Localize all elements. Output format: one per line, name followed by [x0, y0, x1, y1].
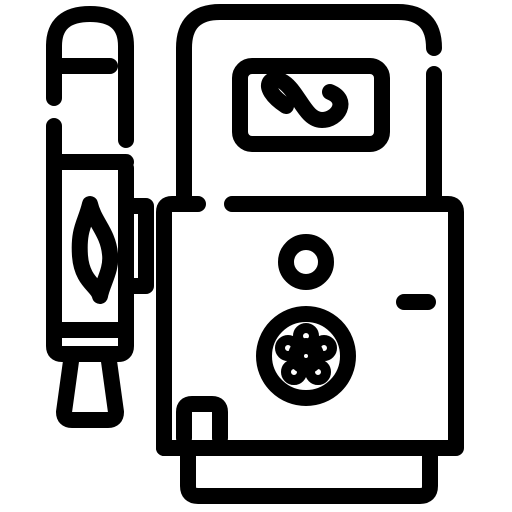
hose-connector: [122, 198, 154, 294]
gear-icon: [275, 323, 337, 385]
pressure-dial: [256, 306, 356, 406]
display-label: [232, 58, 390, 152]
spray-wand: [46, 6, 134, 428]
spray-drop-icon: [71, 196, 119, 304]
upper-housing: [176, 4, 442, 204]
indicator-light-icon: [278, 234, 334, 290]
outlet-box: [176, 396, 228, 446]
base: [156, 440, 438, 504]
